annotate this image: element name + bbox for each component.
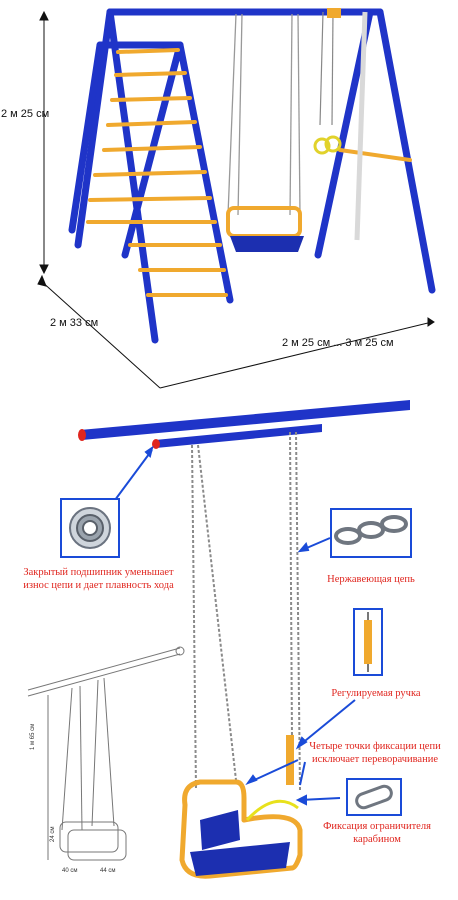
dim-height: 2 м 25 см [1,108,50,120]
dim-depth: 2 м 33 см [50,317,99,329]
carabiner-callout: Фиксация ограничителя карабином [323,821,431,846]
dim-width: 2 м 25 см ... 3 м 25 см [282,337,394,349]
small-dim-height: 1 м 65 см [30,723,36,750]
swing-set-illustration: 2 м 25 см 2 м 33 см 2 м 25 см ... 3 м 25… [0,0,458,400]
small-dim-seat-depth: 40 см [62,868,78,874]
bearing-inset [60,498,120,558]
handle-inset [353,608,383,676]
handle-callout: Регулируемая ручка [331,688,421,699]
swing-detail-drawing [27,400,410,879]
fixpoints-callout: Четыре точки фиксации цепи исключает пер… [309,741,441,766]
handle-icon [364,612,372,672]
swing-set-drawing [37,8,436,389]
carabiner-icon [355,784,393,810]
small-dim-seat-height: 24 см [50,826,56,842]
chain-callout: Нержавеющая цепь [327,574,415,585]
chain-inset [330,508,412,558]
small-dim-seat-width: 44 см [100,868,116,874]
bearing-icon [69,507,111,549]
bearing-callout: Закрытый подшипник уменьшает износ цепи … [23,567,174,592]
swing-detail-illustration: Закрытый подшипник уменьшает износ цепи … [0,390,458,900]
chain-icon [334,515,408,545]
carabiner-inset [346,778,402,816]
